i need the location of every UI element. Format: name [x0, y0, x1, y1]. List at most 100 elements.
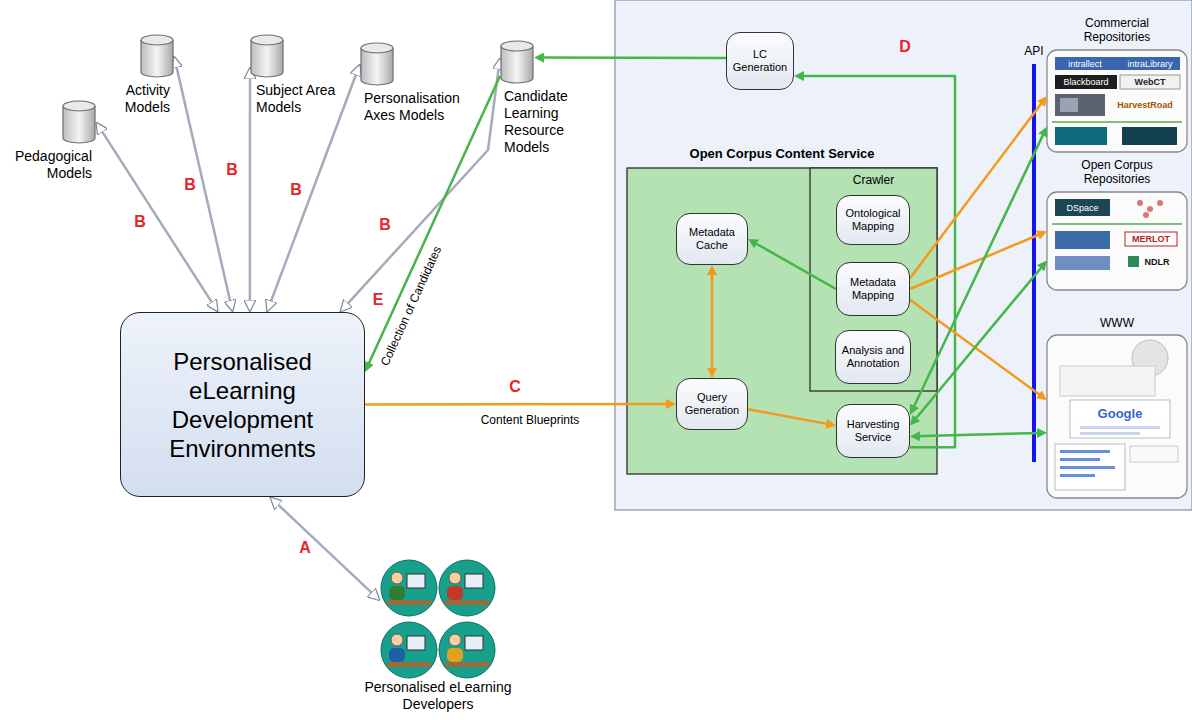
label-holder: B [226, 161, 238, 179]
developer-figure [439, 560, 495, 616]
body [389, 586, 405, 600]
label-holder: NDLR [1145, 256, 1170, 267]
box-label: Analysis and Annotation [840, 344, 906, 370]
cylinder-shape [140, 34, 174, 78]
connector-arrow [910, 300, 1044, 398]
monitor [465, 636, 483, 650]
node-label: Open Corpus Repositories [1067, 158, 1167, 186]
edge-label: Content Blueprints [481, 413, 580, 427]
label-holder: B [290, 181, 302, 199]
node-label: Open Corpus Content Service [607, 146, 957, 162]
label-holder: Candidate Learning Resource Models [504, 88, 580, 156]
head [391, 634, 403, 646]
label-holder: Pedagogical Models [2, 148, 92, 182]
connector-arrow [748, 409, 832, 425]
logo-dot [1137, 200, 1143, 206]
callout-letter: B [290, 181, 302, 199]
node-label: Pedagogical Models [2, 148, 92, 182]
api-label: API [1024, 44, 1043, 58]
desk [387, 600, 431, 605]
label-holder: Personalisation Axes Models [364, 90, 472, 124]
logo-block [1055, 256, 1110, 270]
box-label: Query Generation [681, 391, 743, 417]
head [449, 572, 461, 584]
node-label: Crawler [810, 173, 937, 187]
node-label: Candidate Learning Resource Models [504, 88, 580, 156]
web-line [1080, 426, 1160, 429]
body [447, 648, 463, 662]
box-label: Harvesting Service [841, 418, 905, 444]
service-group: Open Corpus Content ServiceMetadata Cach… [627, 168, 937, 474]
connector-arrow [249, 71, 252, 308]
connector-arrow [910, 99, 1045, 278]
crawler-group: CrawlerOntological MappingMetadata Mappi… [810, 168, 937, 391]
logo-dot [1147, 206, 1153, 212]
web-line [1060, 450, 1110, 453]
logo-dot [1157, 200, 1163, 206]
web-screenshot [1070, 400, 1170, 438]
repository-box-outline [1047, 192, 1187, 290]
logo-band [1055, 57, 1180, 70]
logo-text: intraLibrary [1127, 58, 1172, 69]
figure-disc [381, 622, 437, 678]
cylinder-top [251, 35, 283, 45]
cylinder-top [361, 43, 393, 53]
monitor [465, 574, 483, 588]
box-label: LC Generation [731, 48, 789, 74]
logo-text: DSpace [1066, 202, 1098, 213]
figure-disc [439, 560, 495, 616]
developers-group: Personalised eLearning Developers [380, 558, 496, 680]
node-label: Commercial Repositories [1067, 16, 1167, 44]
cylinder-top [63, 101, 95, 111]
process-box: Analysis and Annotation [835, 330, 911, 384]
logo-icon [1128, 256, 1139, 267]
logo-text: Google [1098, 406, 1143, 421]
logo-text: WebCT [1135, 77, 1166, 88]
web-screenshot [1130, 446, 1178, 462]
cylinder-top [141, 35, 173, 45]
label-holder: E [373, 291, 384, 309]
database-cylinder: Activity Models [140, 34, 174, 78]
label-holder: Crawler [810, 173, 937, 187]
label-holder: MERLOT [1132, 234, 1170, 245]
label-holder: HarvestRoad [1117, 100, 1173, 111]
callout-letter: C [509, 378, 521, 396]
box-label: Personalised eLearning Development Envir… [131, 347, 354, 463]
box-label: Ontological Mapping [841, 207, 905, 233]
logo-block [1055, 75, 1117, 89]
logo-block [1120, 75, 1180, 89]
service-panel-outline [615, 0, 1192, 510]
connector-arrow [798, 76, 955, 447]
service-group-outline [627, 168, 937, 474]
logo-text: intrallect [1068, 58, 1102, 69]
logo-photo [1055, 94, 1105, 116]
cylinder-shape [250, 34, 284, 78]
connector-arrow [910, 233, 1043, 289]
connector-arrow [913, 264, 1045, 423]
repository-box-outline [1047, 50, 1187, 152]
body [389, 648, 405, 662]
developer-figure [381, 622, 437, 678]
label-holder: Content Blueprints [481, 413, 580, 427]
api-line [1032, 64, 1036, 462]
label-holder: B [134, 213, 146, 231]
desk [445, 662, 489, 667]
label-holder: Personalised eLearning Developers [350, 679, 526, 713]
callout-letter: B [226, 161, 238, 179]
label-holder: WWW [1067, 316, 1167, 330]
label-holder: intraLibrary [1127, 58, 1172, 69]
head [391, 572, 403, 584]
callout-letter: B [184, 176, 196, 194]
web-screenshot [1055, 444, 1125, 490]
web-line [1060, 458, 1100, 461]
logo-block [1055, 231, 1110, 249]
label-holder: A [299, 539, 311, 557]
body [447, 586, 463, 600]
logo-text: NDLR [1145, 256, 1170, 267]
label-holder: C [509, 378, 521, 396]
callout-letter: B [134, 213, 146, 231]
environment-box: Personalised eLearning Development Envir… [120, 312, 365, 497]
label-holder: intrallect [1068, 58, 1102, 69]
database-cylinder: Personalisation Axes Models [360, 42, 394, 86]
label-holder: B [379, 216, 391, 234]
